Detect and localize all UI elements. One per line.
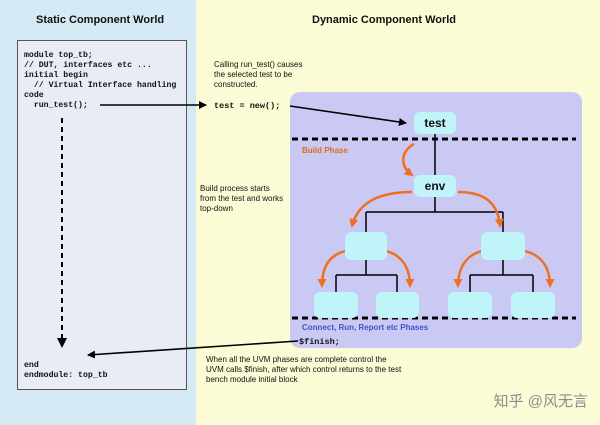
watermark: 知乎 @风无言 <box>493 393 588 410</box>
code-line-code: code <box>24 91 44 100</box>
finish-statement: $finish; <box>299 337 340 347</box>
code-line-dut-comment: // DUT, interfaces etc ... <box>24 61 152 70</box>
code-line-initial-begin: initial begin <box>24 71 88 80</box>
testbench-code-box: module top_tb; // DUT, interfaces etc ..… <box>17 40 187 390</box>
test-new-statement: test = new(); <box>214 101 281 111</box>
static-component-world-panel: Static Component World module top_tb; //… <box>0 0 196 425</box>
leaf-node-2 <box>376 292 419 318</box>
leaf-node-1 <box>314 292 358 318</box>
code-line-run-test: run_test(); <box>24 101 88 110</box>
code-line-endmodule: endmodule: top_tb <box>24 371 108 380</box>
leaf-node-4 <box>511 292 555 318</box>
component-node-right <box>481 232 525 260</box>
note-build-line-1: Build process starts <box>200 184 270 193</box>
dynamic-world-title: Dynamic Component World <box>312 14 457 26</box>
note-finish-line-1: When all the UVM phases are complete con… <box>206 355 387 364</box>
static-world-title: Static Component World <box>36 14 165 26</box>
code-line-end: end <box>24 361 39 370</box>
note-build-process: Build process starts from the test and w… <box>200 184 300 214</box>
code-line-module: module top_tb; <box>24 51 93 60</box>
note-calling-run-test: Calling run_test() causes the selected t… <box>214 60 354 90</box>
env-node: env <box>414 175 456 197</box>
note-calling-line-3: constructed. <box>214 80 258 89</box>
construct-test-arrow <box>289 105 407 126</box>
note-calling-line-2: the selected test to be <box>214 70 293 79</box>
finish-return-arrow <box>87 340 299 359</box>
note-build-line-2: from the test and works <box>200 194 284 203</box>
build-arrow-test-to-env <box>402 142 415 177</box>
note-build-line-3: top-down <box>200 204 233 213</box>
build-arrow-env-to-right <box>457 190 504 228</box>
code-line-vif-comment: // Virtual Interface handling <box>24 81 177 90</box>
connect-run-report-phases-label: Connect, Run, Report etc Phases <box>302 323 429 332</box>
note-finish-line-2: UVM calls $finish, after which control r… <box>206 365 402 374</box>
leaf-node-3 <box>448 292 492 318</box>
note-calling-line-1: Calling run_test() causes <box>214 60 303 69</box>
build-phase-label: Build Phase <box>302 146 348 155</box>
note-finish: When all the UVM phases are complete con… <box>206 355 466 385</box>
test-node: test <box>414 112 456 134</box>
build-arrow-env-to-left <box>349 190 413 228</box>
note-finish-line-3: bench module initial block <box>206 375 298 384</box>
initial-block-arrowhead <box>57 338 67 348</box>
component-node-left <box>345 232 387 260</box>
